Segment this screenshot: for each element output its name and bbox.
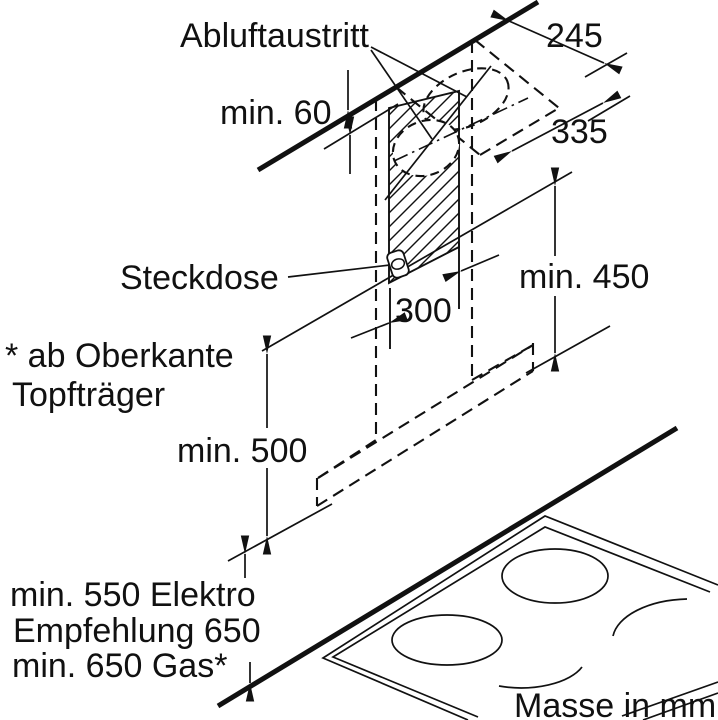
burner-left	[391, 614, 503, 666]
socket-symbol	[386, 249, 410, 279]
cooktop-bottom-edge-inner	[642, 692, 718, 720]
burner-right-partial	[612, 598, 688, 637]
chimney-width-label: 300	[395, 292, 452, 330]
footnote-line1: * ab Oberkante	[5, 337, 234, 375]
hood-body-dashed	[315, 343, 535, 507]
hood-bottom-reference-line	[261, 171, 573, 352]
upper-clearance-label: min. 450	[519, 258, 649, 296]
ceiling-depth-label: 245	[546, 17, 603, 55]
hob-clearance-gas-label: min. 650 Gas*	[12, 647, 227, 685]
cooktop-outline-inner	[331, 526, 711, 718]
air-outlet-pointer-lines	[370, 46, 468, 140]
hob-clearance-recommended-label: Empfehlung 650	[13, 612, 261, 650]
ceiling-clearance-label: min. 60	[220, 94, 332, 132]
dim-ceiling-depth	[490, 9, 628, 78]
hood-to-counter-label: min. 500	[177, 432, 307, 470]
dim-chimney-width	[350, 243, 500, 349]
unit-note: Masse in mm	[514, 687, 716, 720]
dim-ceiling-clearance	[343, 70, 355, 174]
ceiling-cutout-hole	[422, 67, 510, 131]
cooktop	[216, 425, 718, 720]
cooktop-bottom-edge-outer	[621, 681, 718, 717]
counter-reference-line	[227, 503, 333, 562]
burner-top	[501, 548, 609, 604]
cooktop-outline-outer	[321, 515, 718, 720]
footnote-line2: Topfträger	[12, 376, 165, 414]
air-outlet-label: Abluftaustritt	[180, 17, 370, 55]
lower-right-reference-line	[525, 325, 611, 374]
socket-pointer-line	[287, 264, 391, 278]
dim-hob-clearance	[240, 535, 255, 702]
hood-top-reference-line	[323, 103, 399, 150]
socket-label: Steckdose	[120, 259, 279, 297]
outlet-alignment-line	[384, 65, 492, 201]
dim-ceiling-width	[493, 90, 631, 164]
ceiling-width-label: 335	[551, 113, 608, 151]
hob-clearance-electric-label: min. 550 Elektro	[10, 576, 256, 614]
burner-bottom-partial	[498, 666, 583, 689]
countertop-line	[216, 425, 679, 709]
